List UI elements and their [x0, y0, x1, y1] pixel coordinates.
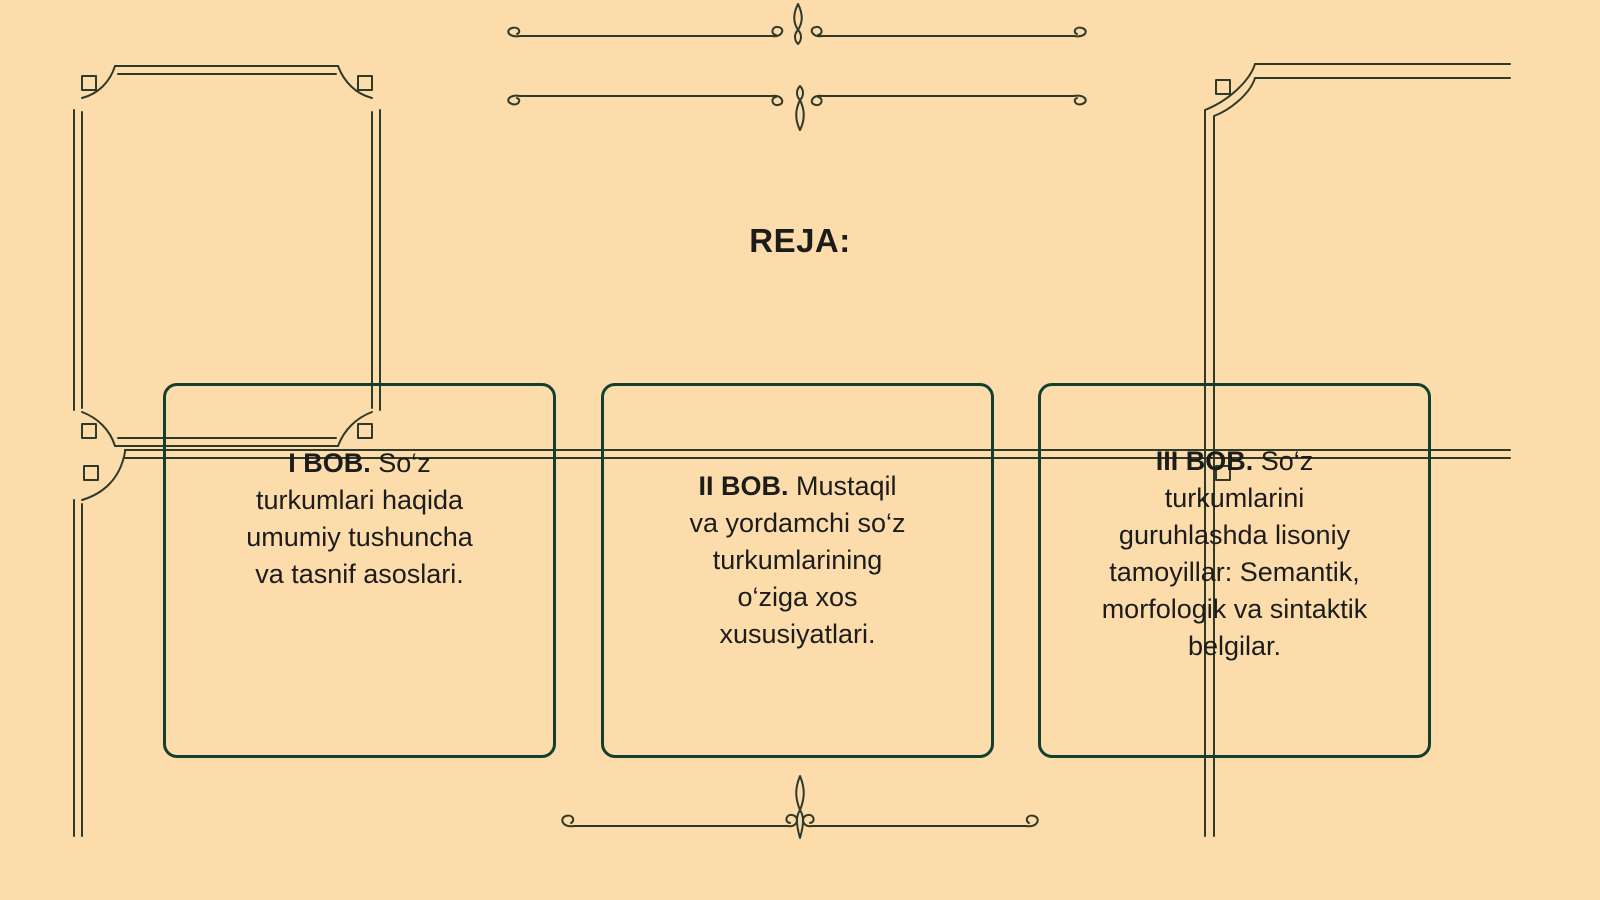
card-1-line-4: va tasnif asoslari. [255, 559, 464, 589]
card-2-line-1: II BOB. Mustaqil [653, 468, 943, 505]
card-1-heading: I BOB. [288, 448, 371, 478]
top-flourish-divider-1 [507, 3, 1087, 45]
card-1-line-1-text: So‘z [378, 448, 431, 478]
card-3-line-2: turkumlarini [1164, 483, 1305, 513]
card-3-line-6: belgilar. [1187, 631, 1282, 661]
card-2-text: II BOB. Mustaqil va yordamchi so‘z turku… [653, 468, 943, 653]
card-3-line-1: III BOB. So‘z [1070, 443, 1400, 480]
card-3-line-3: guruhlashda lisoniy [1118, 520, 1351, 550]
card-2-line-3: turkumlarining [712, 545, 883, 575]
slide-title: REJA: [749, 222, 851, 259]
card-3-line-4: tamoyillar: Semantik, [1109, 557, 1360, 587]
card-1-line-1: I BOB. So‘z [220, 445, 500, 482]
card-2-line-4: o‘ziga xos [737, 582, 858, 612]
card-2-line-1-text: Mustaqil [795, 471, 897, 501]
card-1-text: I BOB. So‘z turkumlari haqida umumiy tus… [220, 445, 500, 593]
card-1-line-3: umumiy tushuncha [246, 522, 473, 552]
card-3-text: III BOB. So‘z turkumlarini guruhlashda l… [1070, 443, 1400, 665]
card-2-heading: II BOB. [698, 471, 789, 501]
card-3-heading: III BOB. [1155, 446, 1254, 476]
card-3-line-1-text: So‘z [1260, 446, 1314, 476]
card-2-line-5: xususiyatlari. [719, 619, 876, 649]
card-2-line-2: va yordamchi so‘z [689, 508, 906, 538]
plan-card-chapter-3: III BOB. So‘z turkumlarini guruhlashda l… [1038, 383, 1431, 758]
top-flourish-divider-2 [507, 85, 1087, 131]
card-1-line-2: turkumlari haqida [255, 485, 464, 515]
bottom-flourish-divider [561, 775, 1039, 839]
card-3-line-5: morfologik va sintaktik [1101, 594, 1368, 624]
plan-card-chapter-2: II BOB. Mustaqil va yordamchi so‘z turku… [601, 383, 994, 758]
plan-card-chapter-1: I BOB. So‘z turkumlari haqida umumiy tus… [163, 383, 556, 758]
